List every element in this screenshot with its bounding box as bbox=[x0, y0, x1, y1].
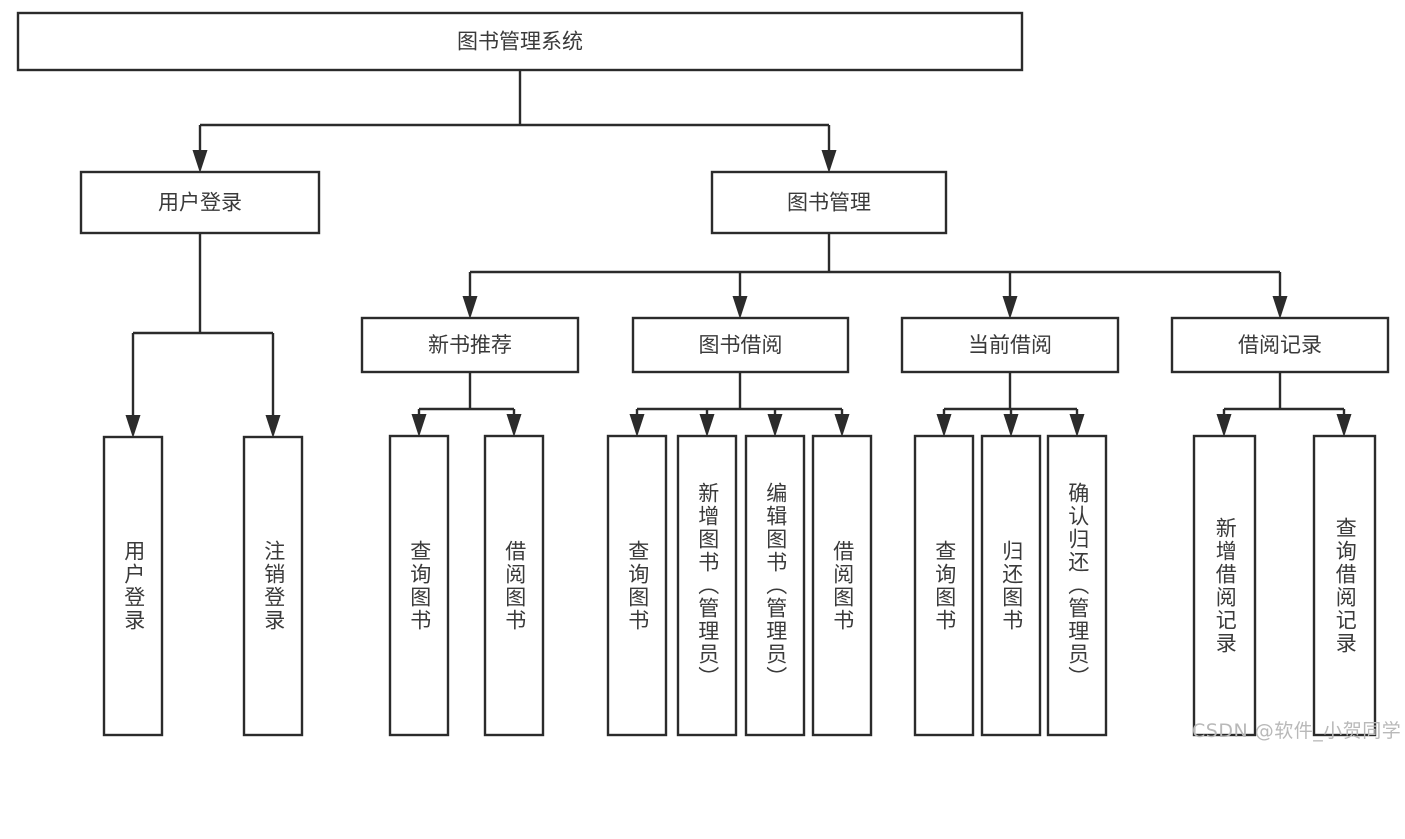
connector-root bbox=[192, 70, 837, 173]
node-label-user-login: 用户登录 bbox=[158, 191, 242, 215]
node-label-current-borrow: 当前借阅 bbox=[968, 333, 1052, 357]
connector-current-borrow bbox=[936, 372, 1085, 437]
connector-book-management bbox=[462, 233, 1288, 319]
flowchart-canvas: 图书管理系统用户登录图书管理新书推荐图书借阅当前借阅借阅记录 用户登录注销登录查… bbox=[16, 11, 1402, 742]
node-leaf-borrow-book[interactable] bbox=[811, 434, 873, 737]
node-leaf-add-borrow-record[interactable] bbox=[1192, 434, 1257, 737]
node-book-borrow[interactable]: 图书借阅 bbox=[631, 316, 850, 374]
node-leaf-confirm-return[interactable] bbox=[1046, 434, 1108, 737]
node-label-book-borrow: 图书借阅 bbox=[699, 333, 783, 357]
node-label-new-book-recommend: 新书推荐 bbox=[428, 333, 512, 357]
node-box-leaf-logout-login[interactable] bbox=[242, 435, 304, 737]
node-box-leaf-add-borrow-record[interactable] bbox=[1192, 434, 1257, 737]
node-box-leaf-borrow-books-rec[interactable] bbox=[483, 434, 545, 737]
node-box-user-login[interactable] bbox=[79, 170, 321, 235]
connector-user-login bbox=[125, 233, 281, 438]
node-user-login[interactable]: 用户登录 bbox=[79, 170, 321, 235]
node-label-root: 图书管理系统 bbox=[457, 30, 583, 54]
node-borrow-record[interactable]: 借阅记录 bbox=[1170, 316, 1390, 374]
node-box-leaf-query-books-borrow[interactable] bbox=[606, 434, 668, 737]
node-box-book-borrow[interactable] bbox=[631, 316, 850, 374]
node-leaf-add-book[interactable] bbox=[676, 434, 738, 737]
node-box-borrow-record[interactable] bbox=[1170, 316, 1390, 374]
node-box-root[interactable] bbox=[16, 11, 1024, 72]
node-box-new-book-recommend[interactable] bbox=[360, 316, 580, 374]
connectors-layer bbox=[125, 70, 1352, 438]
connector-new-book-recommend bbox=[411, 372, 522, 437]
node-box-leaf-user-login[interactable] bbox=[102, 435, 164, 737]
node-current-borrow[interactable]: 当前借阅 bbox=[900, 316, 1120, 374]
connector-book-borrow bbox=[629, 372, 850, 437]
node-leaf-borrow-books-rec[interactable] bbox=[483, 434, 545, 737]
node-leaf-edit-book[interactable] bbox=[744, 434, 806, 737]
node-leaf-logout-login[interactable] bbox=[242, 435, 304, 737]
node-leaf-return-book[interactable] bbox=[980, 434, 1042, 737]
node-box-leaf-add-book[interactable] bbox=[676, 434, 738, 737]
node-leaf-user-login[interactable] bbox=[102, 435, 164, 737]
node-new-book-recommend[interactable]: 新书推荐 bbox=[360, 316, 580, 374]
node-box-leaf-borrow-book[interactable] bbox=[811, 434, 873, 737]
node-leaf-query-books-current[interactable] bbox=[913, 434, 975, 737]
node-box-leaf-query-books-rec[interactable] bbox=[388, 434, 450, 737]
csdn-watermark: CSDN @软件_小贺同学 bbox=[1192, 720, 1402, 742]
node-leaf-query-books-rec[interactable] bbox=[388, 434, 450, 737]
node-box-leaf-query-books-current[interactable] bbox=[913, 434, 975, 737]
node-box-leaf-confirm-return[interactable] bbox=[1046, 434, 1108, 737]
node-box-leaf-query-borrow-record[interactable] bbox=[1312, 434, 1377, 737]
node-root[interactable]: 图书管理系统 bbox=[16, 11, 1024, 72]
node-box-leaf-return-book[interactable] bbox=[980, 434, 1042, 737]
node-label-book-management: 图书管理 bbox=[787, 191, 871, 215]
node-book-management[interactable]: 图书管理 bbox=[710, 170, 948, 235]
node-box-book-management[interactable] bbox=[710, 170, 948, 235]
node-label-borrow-record: 借阅记录 bbox=[1238, 333, 1322, 357]
node-leaf-query-books-borrow[interactable] bbox=[606, 434, 668, 737]
node-box-current-borrow[interactable] bbox=[900, 316, 1120, 374]
node-leaf-query-borrow-record[interactable] bbox=[1312, 434, 1377, 737]
connector-borrow-record bbox=[1216, 372, 1352, 437]
node-box-leaf-edit-book[interactable] bbox=[744, 434, 806, 737]
